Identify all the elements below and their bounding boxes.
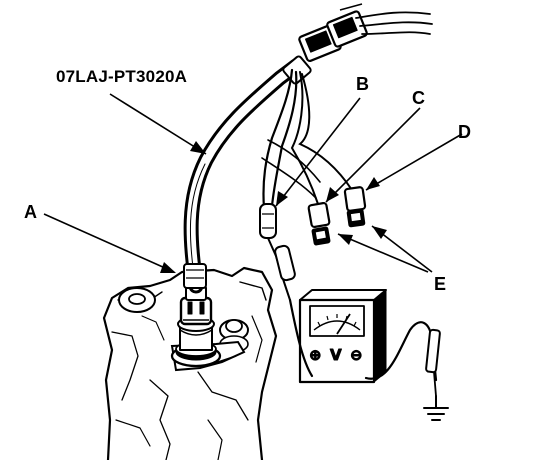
probe-tip <box>425 328 441 397</box>
breakout-wires <box>261 68 353 210</box>
voltmeter: ⊕ V ⊖ <box>298 289 387 384</box>
terminal-c <box>307 201 331 246</box>
arrowhead-b <box>276 191 288 206</box>
meter-leads <box>288 298 438 382</box>
vehicle-wires <box>355 11 433 35</box>
arrowhead-e-right <box>372 226 387 239</box>
callout-c-label: C <box>412 88 425 108</box>
terminal-d <box>343 186 367 228</box>
leader-lines <box>43 93 463 273</box>
part-number-label: 07LAJ-PT3020A <box>56 67 187 86</box>
arrowhead-c <box>326 187 339 202</box>
arrowhead-a <box>160 262 176 273</box>
ground-icon <box>423 395 449 421</box>
callout-e-label: E <box>434 274 446 294</box>
arrowhead-part-number <box>190 141 206 154</box>
meter-positive-symbol: ⊕ <box>309 346 322 364</box>
arrowhead-e-left <box>338 234 353 245</box>
meter-volt-symbol: V <box>330 346 342 364</box>
callout-d-label: D <box>458 122 471 142</box>
callout-b-label: B <box>356 74 369 94</box>
callout-a-label: A <box>24 202 37 222</box>
test-lead-b <box>259 203 296 301</box>
arrowheads <box>160 141 387 273</box>
harness-connector <box>298 3 368 62</box>
meter-negative-symbol: ⊖ <box>350 346 363 364</box>
housing-boss <box>118 287 156 313</box>
arrowhead-d <box>366 177 380 190</box>
